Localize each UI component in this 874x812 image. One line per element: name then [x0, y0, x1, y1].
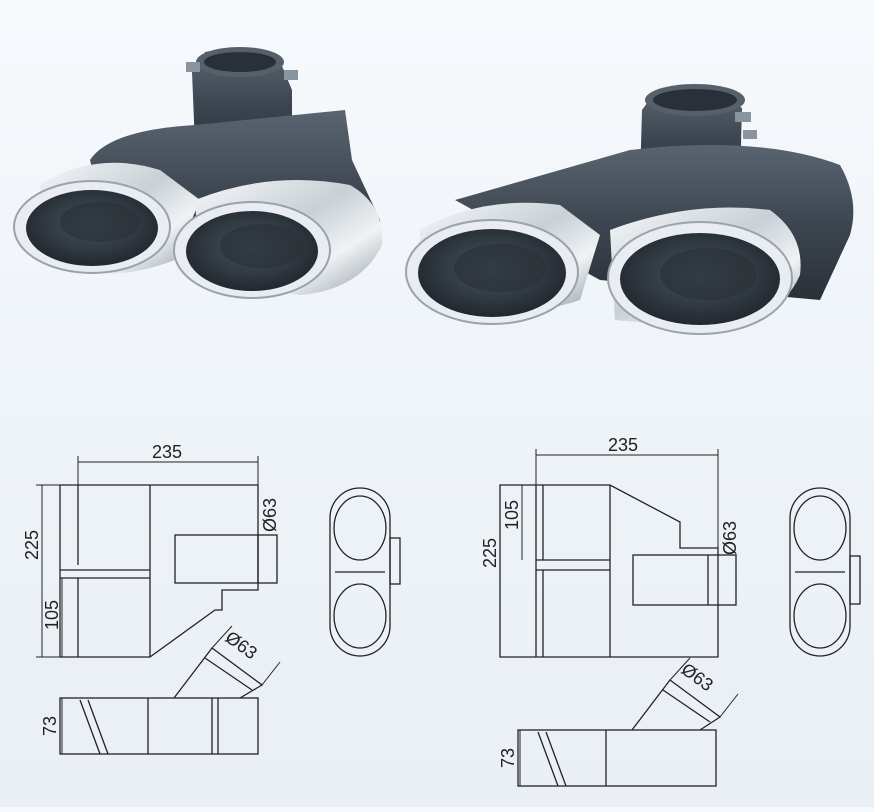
dim-height: 225 — [480, 538, 500, 568]
technical-drawing-left — [36, 456, 401, 755]
dim-inlet-diameter: Ø63 — [260, 498, 280, 532]
end-view-left — [329, 487, 401, 657]
dim-depth: 73 — [498, 748, 518, 768]
top-view-left — [59, 625, 281, 755]
dim-upper-height: 105 — [502, 500, 522, 530]
front-view-left — [36, 456, 278, 658]
dim-lower-height: 105 — [42, 600, 62, 630]
dim-inlet-diameter: Ø63 — [720, 521, 740, 555]
dim-width: 235 — [152, 442, 182, 462]
product-photo-right — [405, 84, 854, 335]
front-view-right — [499, 449, 737, 658]
product-photo-left — [13, 47, 383, 299]
dim-height: 225 — [22, 530, 42, 560]
dim-side-inlet-diameter: Ø63 — [222, 627, 261, 663]
dim-depth: 73 — [40, 716, 60, 736]
end-view-right — [789, 487, 861, 657]
dimension-labels-left: 235 225 105 Ø63 Ø63 73 — [22, 442, 280, 736]
technical-drawing-right — [499, 449, 861, 787]
dim-width: 235 — [608, 435, 638, 455]
top-view-right — [517, 657, 739, 787]
